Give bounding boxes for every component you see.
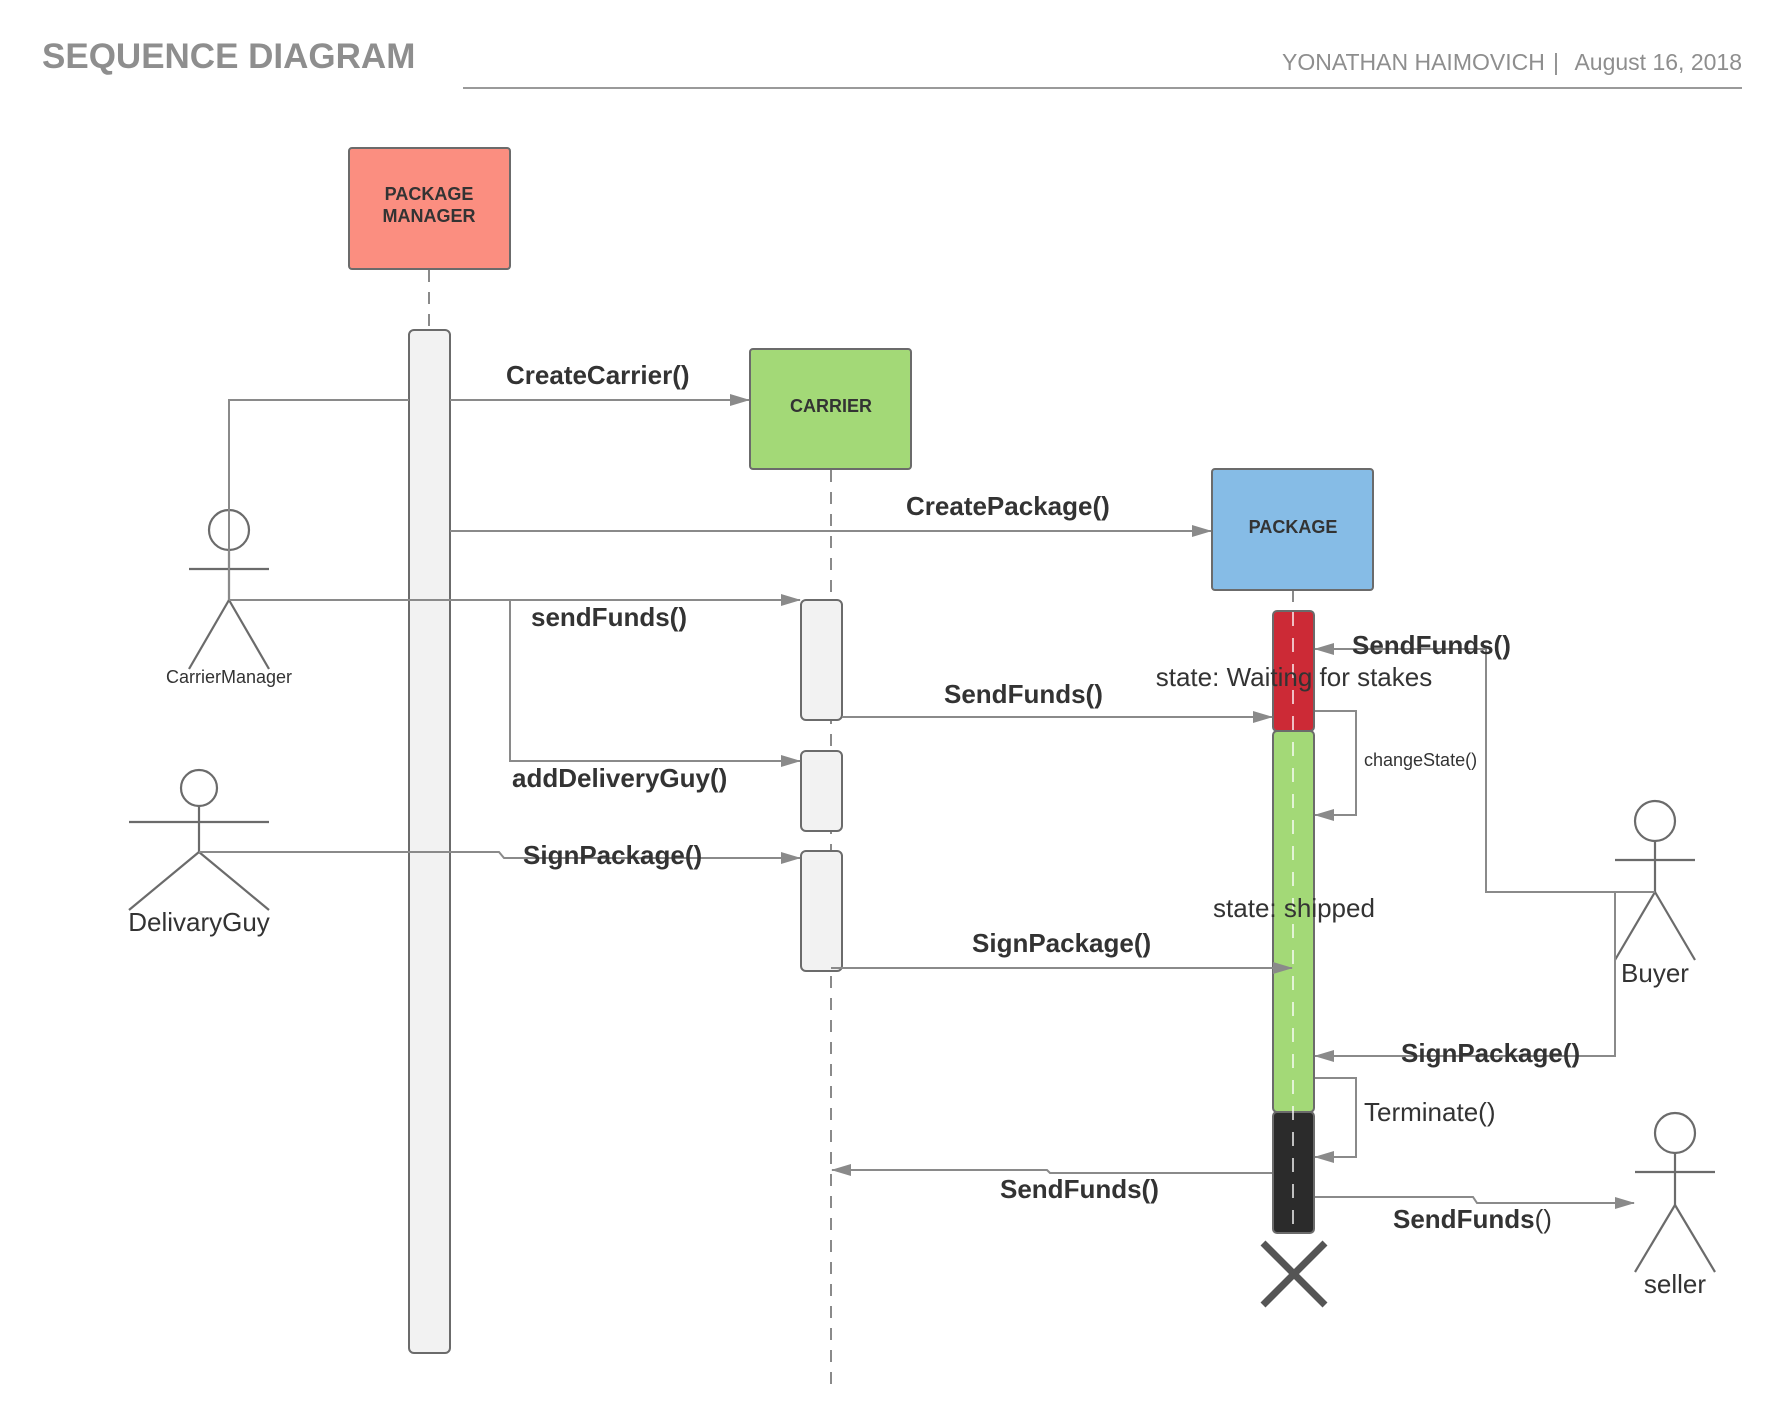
send-funds-buyer-arrow — [1314, 643, 1655, 893]
change-state-arrow — [1314, 710, 1357, 821]
create-carrier-label: CreateCarrier() — [506, 360, 690, 390]
package-manager-activation — [408, 329, 451, 1354]
package-manager-label-line2: MANAGER — [383, 206, 476, 226]
carrier-activation-1 — [800, 599, 843, 721]
seller-actor[interactable]: seller — [1634, 1111, 1716, 1299]
sign-package-buyer-label: SignPackage() — [1401, 1038, 1580, 1068]
send-funds-return-arrow — [831, 1164, 1272, 1176]
buyer-actor[interactable]: Buyer — [1614, 799, 1696, 988]
package-manager-box — [348, 147, 511, 270]
author-name: YONATHAN HAIMOVICH — [1282, 49, 1545, 75]
sign-package-buyer-arrow — [1314, 892, 1616, 1062]
send-funds-buyer-label: SendFunds() — [1352, 630, 1511, 660]
sign-package-carrier-label: SignPackage() — [972, 928, 1151, 958]
terminate-label: Terminate() — [1364, 1097, 1495, 1127]
state-waiting-label: state: Waiting for stakes — [1156, 662, 1432, 692]
send-funds-return-label: SendFunds() — [1000, 1174, 1159, 1204]
x-destroy-icon — [1260, 1240, 1328, 1308]
send-funds-seller-arrow — [1315, 1196, 1635, 1209]
buyer-label: Buyer — [1621, 958, 1689, 988]
send-funds-label: sendFunds() — [531, 602, 687, 632]
create-package-label: CreatePackage() — [906, 491, 1110, 521]
send-funds-carrier-to-package-label: SendFunds() — [944, 679, 1103, 709]
stick-figure-icon — [1634, 1111, 1716, 1273]
stick-figure-icon — [1614, 799, 1696, 961]
send-funds-seller-label: SendFunds() — [1393, 1204, 1552, 1234]
terminate-arrow — [1314, 1077, 1357, 1163]
sign-package-delivery-arrow — [199, 851, 801, 864]
package-manager-label-line1: PACKAGE — [385, 184, 474, 204]
package-object[interactable]: PACKAGE — [1211, 468, 1374, 591]
package-box — [1211, 468, 1374, 591]
state-shipped-label: state: shipped — [1213, 893, 1375, 923]
page-title: SEQUENCE DIAGRAM — [42, 37, 415, 76]
package-manager-object[interactable]: PACKAGE MANAGER — [348, 147, 511, 270]
delivery-guy-label: DelivaryGuy — [128, 907, 270, 937]
carrier-label: CARRIER — [790, 396, 872, 416]
stick-figure-icon — [128, 768, 270, 911]
sign-package-delivery-label: SignPackage() — [523, 840, 702, 870]
carrier-box — [749, 348, 912, 470]
carrier-activation-3 — [800, 850, 843, 972]
carrier-activation-2 — [800, 750, 843, 832]
package-label: PACKAGE — [1249, 517, 1338, 537]
seller-label: seller — [1644, 1269, 1706, 1299]
carrier-object[interactable]: CARRIER — [749, 348, 912, 470]
diagram-date: August 16, 2018 — [1574, 49, 1742, 75]
add-delivery-guy-label: addDeliveryGuy() — [512, 763, 727, 793]
header-separator: | — [1553, 49, 1559, 75]
add-delivery-guy-arrow — [509, 600, 801, 767]
carrier-manager-label: CarrierManager — [166, 667, 292, 687]
change-state-label: changeState() — [1364, 750, 1477, 770]
delivery-guy-actor[interactable]: DelivaryGuy — [128, 768, 270, 937]
carrier-manager-to-pm-connector — [228, 399, 409, 600]
